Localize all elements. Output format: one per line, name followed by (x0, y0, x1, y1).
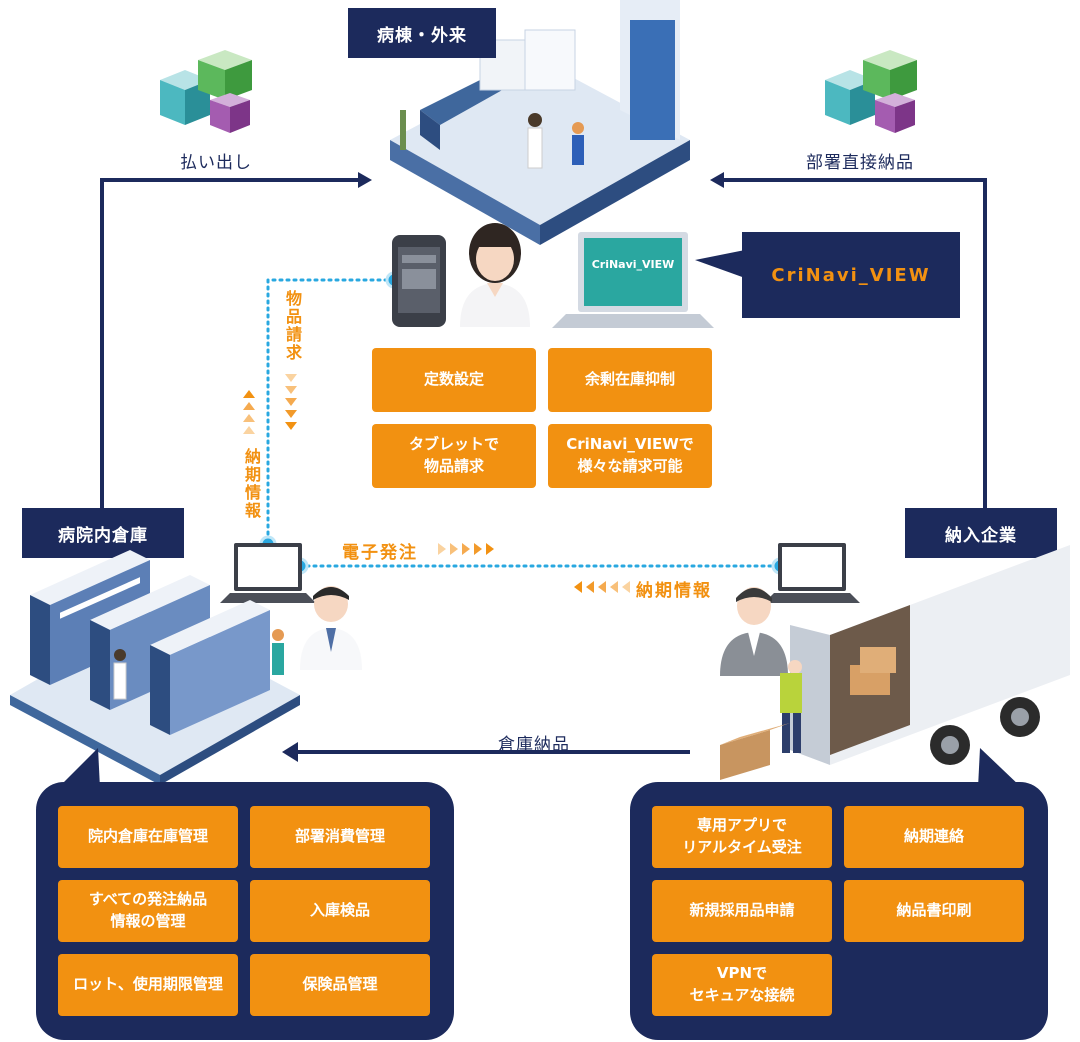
nurse-icon (455, 215, 535, 327)
feature-vpn: VPNで セキュアな接続 (652, 954, 832, 1016)
left-arrows-icon (574, 581, 630, 593)
feature-app-ordering: 専用アプリで リアルタイム受注 (652, 806, 832, 868)
feature-lot-expiry: ロット、使用期限管理 (58, 954, 238, 1016)
laptop-screen-text: CriNavi_VIEW (591, 258, 675, 271)
down-arrows-icon (285, 374, 297, 430)
direct-delivery-label: 部署直接納品 (806, 153, 914, 173)
supplier-staff-icon (718, 582, 790, 676)
feature-warehouse-stock: 院内倉庫在庫管理 (58, 806, 238, 868)
feature-dept-consumption: 部署消費管理 (250, 806, 430, 868)
box-stack-icon (150, 45, 260, 135)
laptop-icon (220, 543, 316, 603)
feature-delivery-notice: 納期連絡 (844, 806, 1024, 868)
warehouse-shelves-icon (10, 550, 310, 785)
warehouse-label: 病院内倉庫 (22, 508, 184, 558)
delivery-info-left-label: 納期情報 (242, 448, 261, 520)
up-arrows-icon (243, 390, 255, 434)
callout-pointer (695, 250, 745, 278)
doctor-icon (298, 582, 364, 670)
electronic-order-label: 電子発注 (342, 543, 418, 563)
feature-crinavi-request: CriNavi_VIEWで 様々な請求可能 (548, 424, 712, 488)
feature-inspection: 入庫検品 (250, 880, 430, 942)
box-stack-icon (815, 45, 925, 135)
tablet-icon (392, 235, 446, 327)
laptop-icon (552, 232, 714, 328)
right-arrows-icon (438, 543, 494, 555)
laptop-icon (764, 543, 860, 603)
hospital-room-icon (380, 0, 700, 250)
supplier-label: 納入企業 (905, 508, 1057, 558)
feature-insurance-items: 保険品管理 (250, 954, 430, 1016)
feature-surplus-stock: 余剰在庫抑制 (548, 348, 712, 412)
feature-tablet-request: タブレットで 物品請求 (372, 424, 536, 488)
crinavi-view-title: CriNavi_VIEW (742, 232, 960, 318)
panel-pointer (58, 748, 100, 788)
ward-label: 病棟・外来 (348, 8, 496, 58)
feature-delivery-slip: 納品書印刷 (844, 880, 1024, 942)
item-request-label: 物品請求 (283, 290, 302, 362)
panel-pointer (978, 748, 1022, 788)
delivery-info-right-label: 納期情報 (636, 581, 712, 601)
truck-icon (700, 545, 1075, 785)
feature-new-item-request: 新規採用品申請 (652, 880, 832, 942)
payout-label: 払い出し (180, 153, 252, 173)
feature-order-info: すべての発注納品 情報の管理 (58, 880, 238, 942)
warehouse-delivery-label: 倉庫納品 (498, 735, 570, 755)
feature-fixed-quantity: 定数設定 (372, 348, 536, 412)
